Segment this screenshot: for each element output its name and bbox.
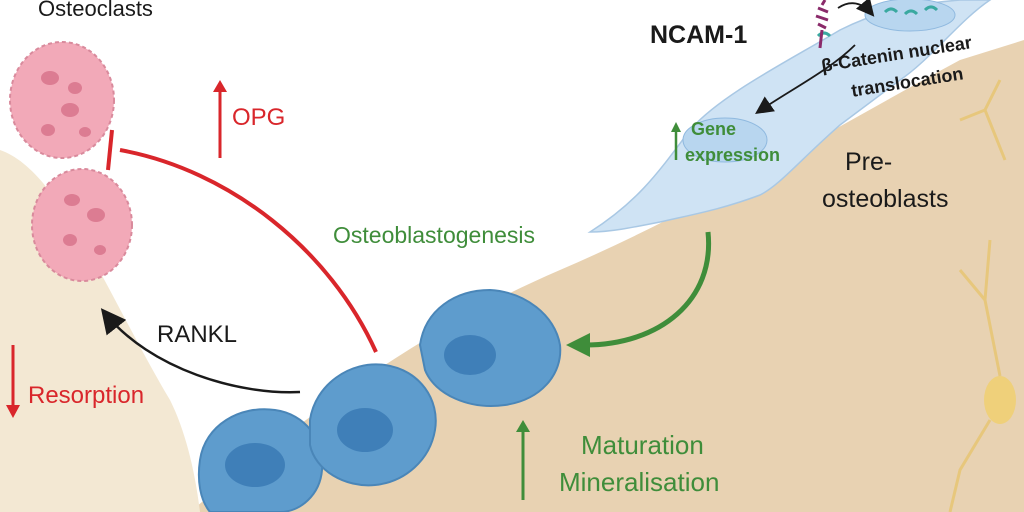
osteoblast-cell-2 (309, 363, 437, 487)
gene-expression-label-line1: Gene (691, 119, 737, 139)
opg-label: OPG (232, 104, 286, 131)
mineralisation-label: Mineralisation (559, 467, 720, 497)
gene-expression-label-line2: expression (685, 145, 781, 165)
beta-catenin-molecule-2 (816, 31, 832, 38)
osteoblastogenesis-arrow (584, 231, 712, 348)
osteoclasts-label: Osteoclasts (38, 0, 153, 21)
opg-inhibition-line (119, 148, 378, 353)
ncam-receptor (815, 0, 829, 49)
pre-osteoblast-nucleus (682, 117, 768, 163)
ncam-label: NCAM-1 (650, 21, 748, 49)
pre-osteoblast-nucleus-2 (864, 0, 956, 32)
pre-osteoblasts-label-line2: osteoblasts (822, 185, 949, 213)
maturation-label: Maturation (581, 430, 704, 460)
resorption-label: Resorption (28, 382, 145, 409)
opg-inhibition-bar (106, 129, 114, 171)
osteoblast-cell-1 (197, 408, 324, 512)
osteoclast-cell-bottom (31, 168, 133, 282)
beta-catenin-molecule (883, 5, 939, 16)
pre-osteoblasts-label-line1: Pre- (845, 148, 893, 176)
osteocyte-cell (948, 79, 1016, 512)
rankl-arrow (100, 308, 301, 394)
pre-osteoblast-cell (587, 0, 992, 233)
osteoblastogenesis-label: Osteoblastogenesis (333, 222, 536, 248)
catenin-to-nucleus-arrow (755, 44, 856, 115)
catenin-translocation-arrow (837, 0, 875, 17)
osteoclast-cell-top (9, 41, 115, 159)
osteoblast-cell-3 (418, 288, 562, 407)
rankl-label: RANKL (157, 321, 238, 348)
